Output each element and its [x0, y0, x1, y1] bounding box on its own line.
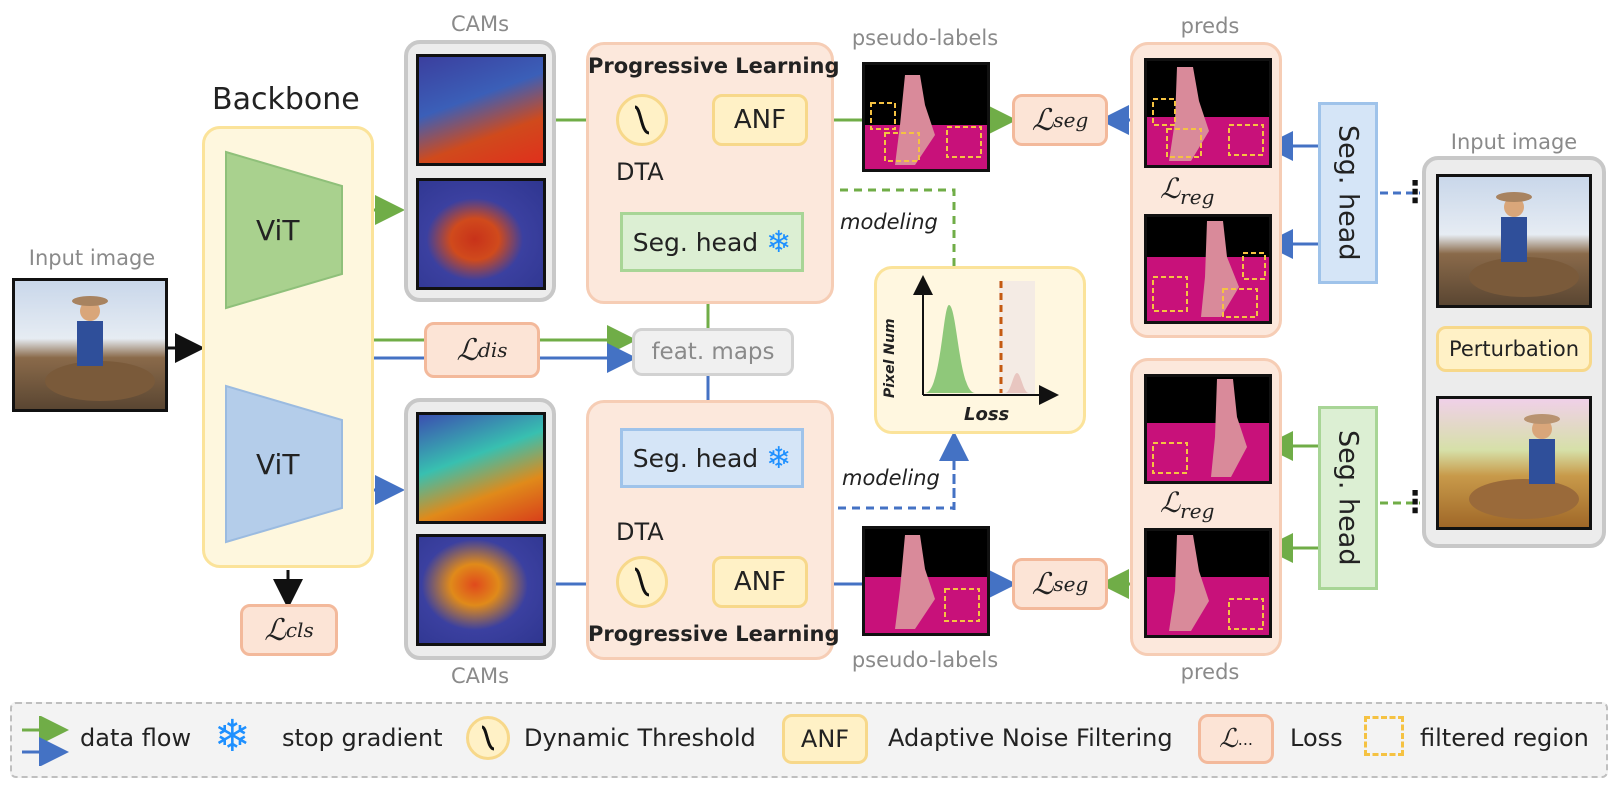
vit-top-trapezoid — [225, 150, 343, 310]
cam-top-2 — [416, 178, 546, 290]
chart-xlabel: Loss — [964, 404, 1010, 425]
legend-threshold-circle — [466, 716, 510, 760]
loss-reg-top-sub: reg — [1180, 185, 1215, 209]
segmentation-mask-icon — [865, 535, 987, 633]
pred-bottom-1 — [1144, 374, 1272, 484]
legend-filtered-region: filtered region — [1420, 724, 1589, 752]
backbone-title: Backbone — [212, 82, 360, 117]
progressive-bottom-label: Progressive Learning — [588, 622, 840, 646]
anf-bottom-box: ANF — [712, 556, 808, 608]
modeling-top-label: modeling — [840, 210, 938, 234]
pred-bottom-2 — [1144, 528, 1272, 638]
pseudo-bottom-label: pseudo-labels — [851, 648, 999, 672]
legend-adaptive-noise: Adaptive Noise Filtering — [888, 724, 1173, 752]
loss-reg-top-symbol: ℒ — [1160, 172, 1181, 205]
loss-reg-top: ℒreg — [1160, 172, 1214, 209]
seghead-bottom-label: Seg. head — [632, 443, 759, 473]
cowboy-photo-icon — [1469, 192, 1579, 297]
dta-top-label: DTA — [616, 158, 664, 186]
segmentation-mask-icon — [865, 75, 987, 169]
loss-dis-symbol: ℒ — [456, 332, 479, 368]
segmentation-mask-icon — [1147, 67, 1269, 165]
chart-ylabel: Pixel Num — [882, 318, 898, 398]
vit-top-label: ViT — [256, 214, 300, 247]
input-image-right-label: Input image — [1450, 130, 1578, 154]
cowboy-photo-icon — [1469, 414, 1579, 519]
legend-loss-sub: ... — [1237, 729, 1253, 749]
loss-distribution-chart — [913, 275, 1059, 405]
legend-filtered-region-swatch — [1364, 716, 1404, 756]
loss-reg-bottom: ℒreg — [1160, 486, 1214, 523]
input-image-left — [12, 278, 168, 412]
dashed-modeling-bottom — [782, 434, 956, 550]
cam-bottom-2 — [416, 534, 546, 646]
dta-top-circle — [616, 94, 668, 146]
snowflake-icon: ❄ — [766, 440, 792, 476]
threshold-icon — [481, 725, 495, 751]
anf-top-box: ANF — [712, 94, 808, 146]
pred-top-1 — [1144, 58, 1272, 168]
legend-data-flow: data flow — [80, 724, 192, 752]
loss-dis-sub: dis — [478, 338, 508, 362]
preds-bottom-label: preds — [1180, 660, 1240, 684]
loss-distribution-panel — [874, 266, 1086, 434]
snowflake-icon: ❄ — [214, 711, 251, 762]
legend-arrows-icon — [22, 716, 69, 766]
loss-reg-bottom-sub: reg — [1180, 499, 1215, 523]
legend-loss-symbol: ℒ — [1219, 724, 1238, 754]
perturbed-image — [1436, 396, 1592, 530]
legend-anf-box: ANF — [782, 714, 868, 764]
seghead-right-bottom-box: Seg. head — [1318, 406, 1378, 590]
seghead-right-top-box: Seg. head — [1318, 102, 1378, 284]
vit-bottom-trapezoid — [225, 384, 343, 544]
seghead-right-bottom-label: Seg. head — [1332, 430, 1364, 566]
pseudo-bottom-image — [862, 526, 990, 636]
loss-seg-bottom-sub: seg — [1053, 572, 1089, 596]
input-image-right — [1436, 174, 1592, 308]
loss-reg-bottom-symbol: ℒ — [1160, 486, 1181, 519]
input-image-left-label: Input image — [28, 246, 156, 270]
cams-top-label: CAMs — [450, 12, 510, 36]
cam-top-1 — [416, 54, 546, 166]
seghead-right-top-label: Seg. head — [1332, 125, 1364, 261]
loss-seg-top-symbol: ℒ — [1031, 102, 1054, 138]
dta-bottom-label: DTA — [616, 518, 664, 546]
preds-top-label: preds — [1180, 14, 1240, 38]
threshold-icon — [634, 105, 650, 135]
feat-maps-box: feat. maps — [632, 328, 794, 376]
loss-seg-bottom-symbol: ℒ — [1031, 566, 1054, 602]
loss-cls-sub: cls — [285, 618, 314, 642]
legend-loss-box: ℒ... — [1198, 714, 1274, 764]
threshold-icon — [634, 567, 650, 597]
legend-dynamic-threshold: Dynamic Threshold — [524, 724, 756, 752]
snowflake-icon: ❄ — [766, 224, 792, 260]
dta-bottom-circle — [616, 556, 668, 608]
seghead-top-box: Seg. head ❄ — [620, 212, 804, 272]
cams-bottom-label: CAMs — [450, 664, 510, 688]
dashed-modeling-top — [769, 143, 956, 266]
modeling-bottom-label: modeling — [842, 466, 940, 490]
seghead-bottom-box: Seg. head ❄ — [620, 428, 804, 488]
progressive-top-label: Progressive Learning — [588, 54, 840, 78]
perturbation-box: Perturbation — [1436, 326, 1592, 372]
seghead-top-label: Seg. head — [632, 227, 759, 257]
pseudo-top-label: pseudo-labels — [851, 26, 999, 50]
cowboy-photo-icon — [45, 296, 155, 401]
cam-bottom-1 — [416, 412, 546, 524]
loss-cls-symbol: ℒ — [264, 612, 286, 648]
segmentation-mask-icon — [1147, 221, 1269, 321]
segmentation-mask-icon — [1147, 379, 1269, 481]
legend-stop-gradient: stop gradient — [282, 724, 443, 752]
pseudo-top-image — [862, 62, 990, 172]
segmentation-mask-icon — [1147, 535, 1269, 635]
loss-seg-top-sub: seg — [1053, 108, 1089, 132]
legend-loss: Loss — [1290, 724, 1343, 752]
vit-bottom-label: ViT — [256, 448, 300, 481]
pred-top-2 — [1144, 214, 1272, 324]
